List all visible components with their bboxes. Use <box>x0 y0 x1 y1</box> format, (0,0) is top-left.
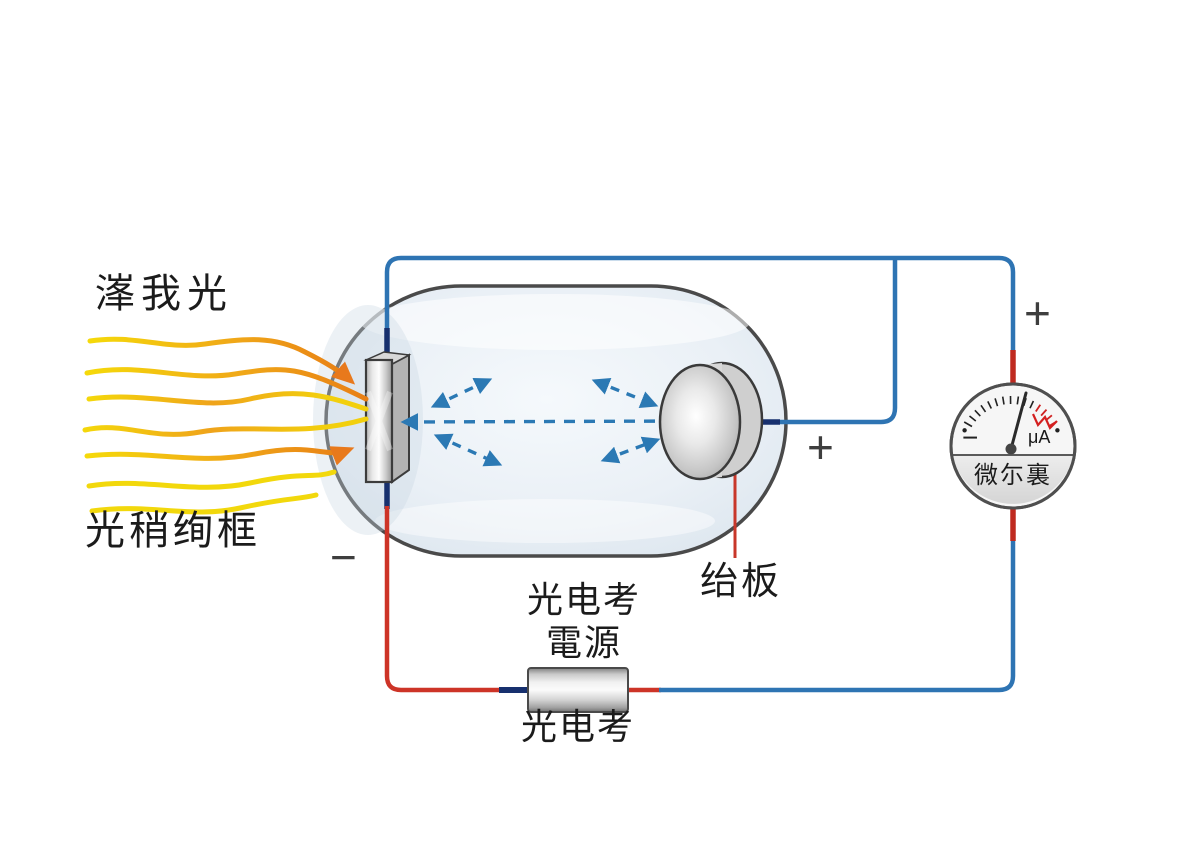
meter-unit-label: μA <box>1028 427 1051 447</box>
wire-left-red <box>384 506 502 693</box>
wire-anode-blue <box>778 260 898 425</box>
tube-gloss-top <box>360 294 750 350</box>
anode-front-face <box>658 363 742 481</box>
cathode-front-face <box>364 358 394 484</box>
electron-arrow-center <box>400 412 696 431</box>
light-rays <box>82 336 369 515</box>
plus-sign-top-right: + <box>1024 287 1051 339</box>
wire-bottom-right-blue <box>659 538 1016 693</box>
cathode-plate <box>363 351 412 484</box>
minus-sign-cathode: − <box>330 531 357 583</box>
photocathode-label: 光稍绚框 <box>85 509 261 553</box>
meter-scale-dot-left <box>962 428 967 433</box>
anode-disk <box>658 361 764 481</box>
light-ray <box>84 446 355 466</box>
meter-needle <box>1009 391 1028 451</box>
electron-arrow-upper-right <box>591 378 659 408</box>
light-ray <box>89 492 319 515</box>
power-supply-label-line1: 光电考 <box>526 579 641 620</box>
battery-body <box>527 667 629 713</box>
light-ray <box>86 469 337 490</box>
light-ray <box>84 367 369 402</box>
meter-needle-pivot <box>1005 443 1017 455</box>
light-ray <box>82 416 369 437</box>
cathode-shine <box>365 390 393 452</box>
light-ray <box>86 391 369 412</box>
wire-top-blue <box>384 255 1016 352</box>
meter-scale-ticks-black <box>963 395 1035 428</box>
meter-minus-sign: − <box>962 422 979 453</box>
meter-scale-dot-right <box>1055 428 1060 433</box>
plus-sign-anode: + <box>807 421 834 473</box>
incident-light-label: 溄我光 <box>95 272 233 316</box>
microammeter <box>949 382 1077 510</box>
tube-gloss-bottom <box>375 499 715 543</box>
power-supply-label-line2: 電源 <box>545 622 622 663</box>
anode-label: 绐板 <box>700 561 783 603</box>
circuit-wires <box>384 255 1016 693</box>
electron-arrows <box>400 378 696 467</box>
battery-label: 光电考 <box>520 706 635 747</box>
meter-lower-panel <box>952 455 1074 504</box>
battery <box>527 667 629 713</box>
cathode-side-face <box>391 353 410 484</box>
light-ray <box>87 336 356 385</box>
meter-red-zigzag <box>1031 413 1058 430</box>
electron-arrow-lower-left <box>433 433 503 467</box>
meter-text-label: 微尓裏 <box>974 462 1052 489</box>
meter-body-ring <box>949 382 1077 510</box>
